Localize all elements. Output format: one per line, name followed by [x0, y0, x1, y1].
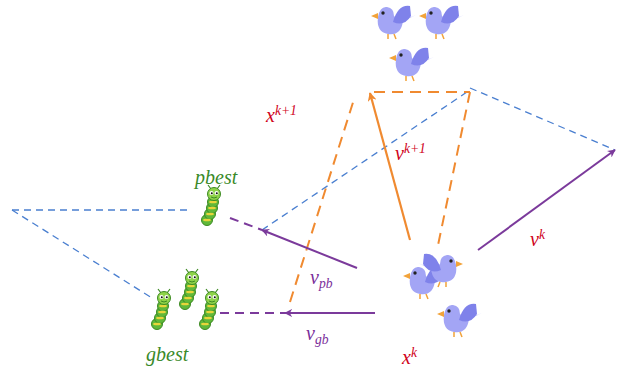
pbest-arrow: [262, 230, 357, 268]
position-label: xk+1: [266, 104, 297, 126]
construction-lines: [12, 88, 615, 298]
velocity-label: vgb: [306, 322, 328, 344]
bird: [371, 6, 416, 39]
caterpillar: [152, 289, 171, 330]
gbest-arrow: [285, 312, 375, 314]
caterpillar: [180, 269, 199, 310]
best-label: pbest: [195, 166, 237, 188]
velocity-label: vk+1: [395, 142, 426, 164]
bird: [437, 304, 482, 337]
orange-dashed-lines: [290, 92, 470, 302]
position-label: xk: [402, 346, 417, 368]
best-label: gbest: [146, 343, 188, 365]
bird: [418, 254, 463, 287]
bird: [389, 48, 434, 81]
velocity-label: vk: [530, 228, 545, 250]
new-velocity-arrow: [370, 93, 410, 240]
bird: [419, 6, 464, 39]
caterpillar: [200, 289, 219, 330]
caterpillar: [202, 185, 221, 226]
velocity-arrow: [478, 150, 615, 250]
velocity-label: vpb: [310, 266, 332, 288]
